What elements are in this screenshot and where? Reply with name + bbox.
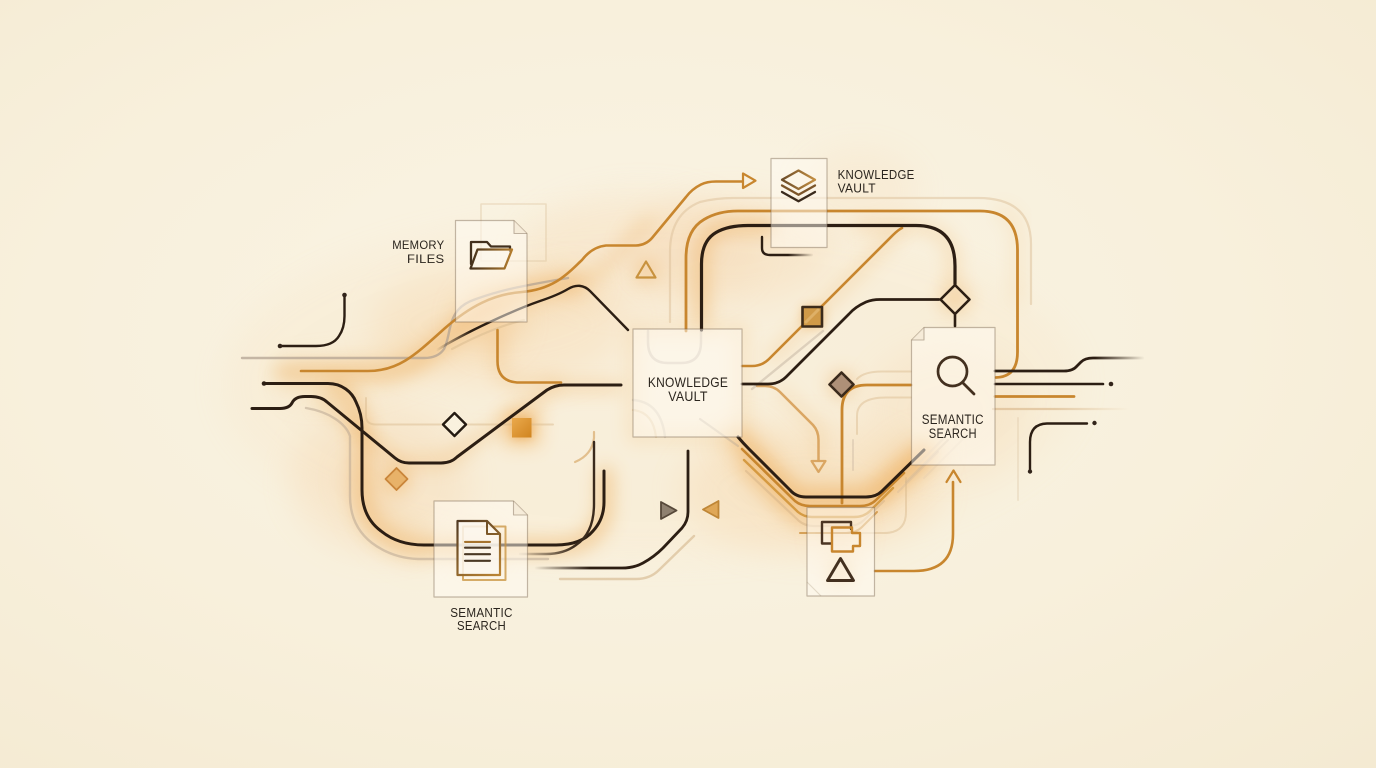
svg-text:VAULT: VAULT xyxy=(668,388,708,404)
svg-text:KNOWLEDGE: KNOWLEDGE xyxy=(838,168,915,182)
svg-text:FILES: FILES xyxy=(407,252,445,266)
svg-text:VAULT: VAULT xyxy=(838,181,876,195)
svg-text:KNOWLEDGE: KNOWLEDGE xyxy=(648,374,728,390)
svg-text:SEMANTIC: SEMANTIC xyxy=(450,606,513,620)
svg-text:MEMORY: MEMORY xyxy=(392,238,444,252)
svg-text:SEARCH: SEARCH xyxy=(457,619,506,633)
svg-text:SEARCH: SEARCH xyxy=(929,426,977,441)
svg-text:SEMANTIC: SEMANTIC xyxy=(922,412,984,427)
